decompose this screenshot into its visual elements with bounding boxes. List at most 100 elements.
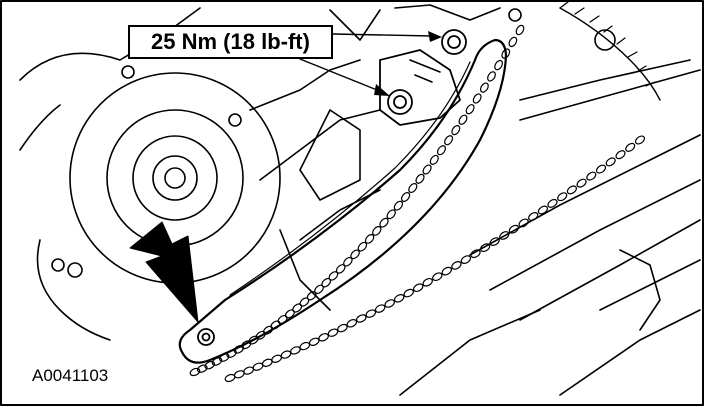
chain-link bbox=[374, 304, 386, 313]
chain-link bbox=[263, 325, 274, 335]
block-rail-8 bbox=[399, 309, 541, 396]
cam-hole bbox=[594, 29, 616, 51]
chain-link bbox=[422, 164, 432, 175]
block-bracket bbox=[619, 249, 661, 331]
chain-link bbox=[233, 344, 245, 354]
sprocket-center bbox=[164, 167, 186, 189]
chain-link bbox=[518, 218, 529, 228]
chain-link bbox=[248, 335, 259, 345]
chain-link bbox=[615, 150, 626, 160]
block-rib-4 bbox=[299, 189, 381, 241]
sprocket-bore bbox=[152, 155, 198, 201]
chain-link bbox=[489, 237, 500, 247]
chain-link bbox=[255, 330, 266, 340]
torque-label: 25 Nm (18 lb-ft) bbox=[151, 29, 310, 54]
chain-link bbox=[306, 291, 317, 301]
arrow-icon bbox=[129, 221, 199, 323]
chain-link bbox=[487, 71, 496, 82]
chain-link bbox=[292, 303, 303, 313]
chain-link bbox=[465, 104, 475, 115]
chain-link bbox=[189, 367, 201, 377]
bolt-icon bbox=[197, 328, 215, 346]
chain-link bbox=[412, 283, 424, 293]
chain-link bbox=[219, 353, 230, 362]
chain-link bbox=[384, 299, 395, 308]
chain-link bbox=[196, 364, 208, 373]
cam-gear-rim bbox=[559, 7, 661, 101]
chain-link bbox=[557, 192, 568, 202]
figure-id-label: A0041103 bbox=[32, 366, 109, 385]
tensioner-body bbox=[379, 49, 461, 126]
torque-callout: 25 Nm (18 lb-ft) bbox=[128, 25, 333, 59]
chain-link bbox=[470, 249, 481, 259]
chain-link bbox=[372, 226, 382, 236]
chain-link bbox=[576, 178, 587, 188]
bolt-icon bbox=[387, 89, 413, 115]
cam-gear-teeth bbox=[559, 1, 656, 87]
chain-link bbox=[241, 340, 252, 350]
chain-link bbox=[356, 314, 367, 323]
block-rail-5 bbox=[519, 219, 701, 321]
chain-link bbox=[328, 271, 339, 281]
chain-link bbox=[625, 142, 636, 152]
chain-link bbox=[451, 125, 461, 136]
chain-link bbox=[299, 297, 310, 307]
block-rail-4 bbox=[489, 179, 701, 291]
chain-link bbox=[408, 183, 418, 193]
chain-link bbox=[441, 266, 452, 276]
chain-link bbox=[479, 243, 491, 253]
chain-link bbox=[277, 314, 288, 325]
chain-link bbox=[451, 261, 462, 270]
timing-chain-run-front bbox=[189, 24, 525, 377]
chain-link bbox=[314, 284, 324, 295]
block-edge-top bbox=[394, 4, 501, 21]
chain-link bbox=[537, 205, 549, 215]
chain-link bbox=[499, 231, 510, 240]
chain-link bbox=[508, 36, 518, 48]
leader-arrowhead bbox=[428, 31, 442, 42]
chain-link bbox=[586, 171, 597, 181]
block-web-top bbox=[329, 9, 381, 41]
chain-link bbox=[432, 272, 443, 282]
chain-link bbox=[444, 135, 454, 146]
chain-link bbox=[379, 217, 389, 228]
chain-link bbox=[501, 48, 511, 59]
chain-link bbox=[415, 173, 425, 184]
chain-link bbox=[226, 349, 237, 358]
block-rib-2 bbox=[259, 109, 381, 181]
block-hole bbox=[51, 258, 65, 272]
chain-link bbox=[494, 59, 503, 71]
chain-link bbox=[365, 309, 377, 318]
block-hole bbox=[228, 113, 242, 127]
chain-link bbox=[393, 200, 404, 211]
chain-link bbox=[547, 198, 558, 208]
chain-link bbox=[346, 319, 358, 328]
block-rail-6 bbox=[599, 259, 701, 311]
chain-link bbox=[357, 241, 368, 252]
leader-line-lower-bolt bbox=[299, 58, 383, 93]
chain-link bbox=[472, 93, 482, 104]
chain-link bbox=[436, 145, 447, 156]
leader-arrowhead bbox=[374, 84, 390, 96]
chain-link bbox=[605, 157, 616, 167]
chain-link bbox=[460, 255, 472, 264]
block-outline-left bbox=[19, 104, 61, 151]
block-rail-2 bbox=[519, 69, 701, 121]
chain-link bbox=[284, 309, 295, 319]
chain-link bbox=[508, 224, 520, 234]
block-rail-3 bbox=[469, 134, 701, 256]
chain-link bbox=[270, 320, 281, 330]
bolt-icon bbox=[441, 29, 467, 55]
block-outline-bottom-left bbox=[36, 239, 111, 341]
chain-link bbox=[400, 192, 411, 202]
tensioner-detail bbox=[409, 59, 441, 83]
chain-link bbox=[211, 357, 223, 366]
chain-link bbox=[386, 209, 396, 220]
chain-link bbox=[458, 114, 468, 125]
sprocket-middle-ring bbox=[106, 109, 244, 247]
block-rail-7 bbox=[559, 309, 701, 396]
chain-link bbox=[634, 135, 646, 145]
block-rail-1 bbox=[519, 59, 691, 101]
